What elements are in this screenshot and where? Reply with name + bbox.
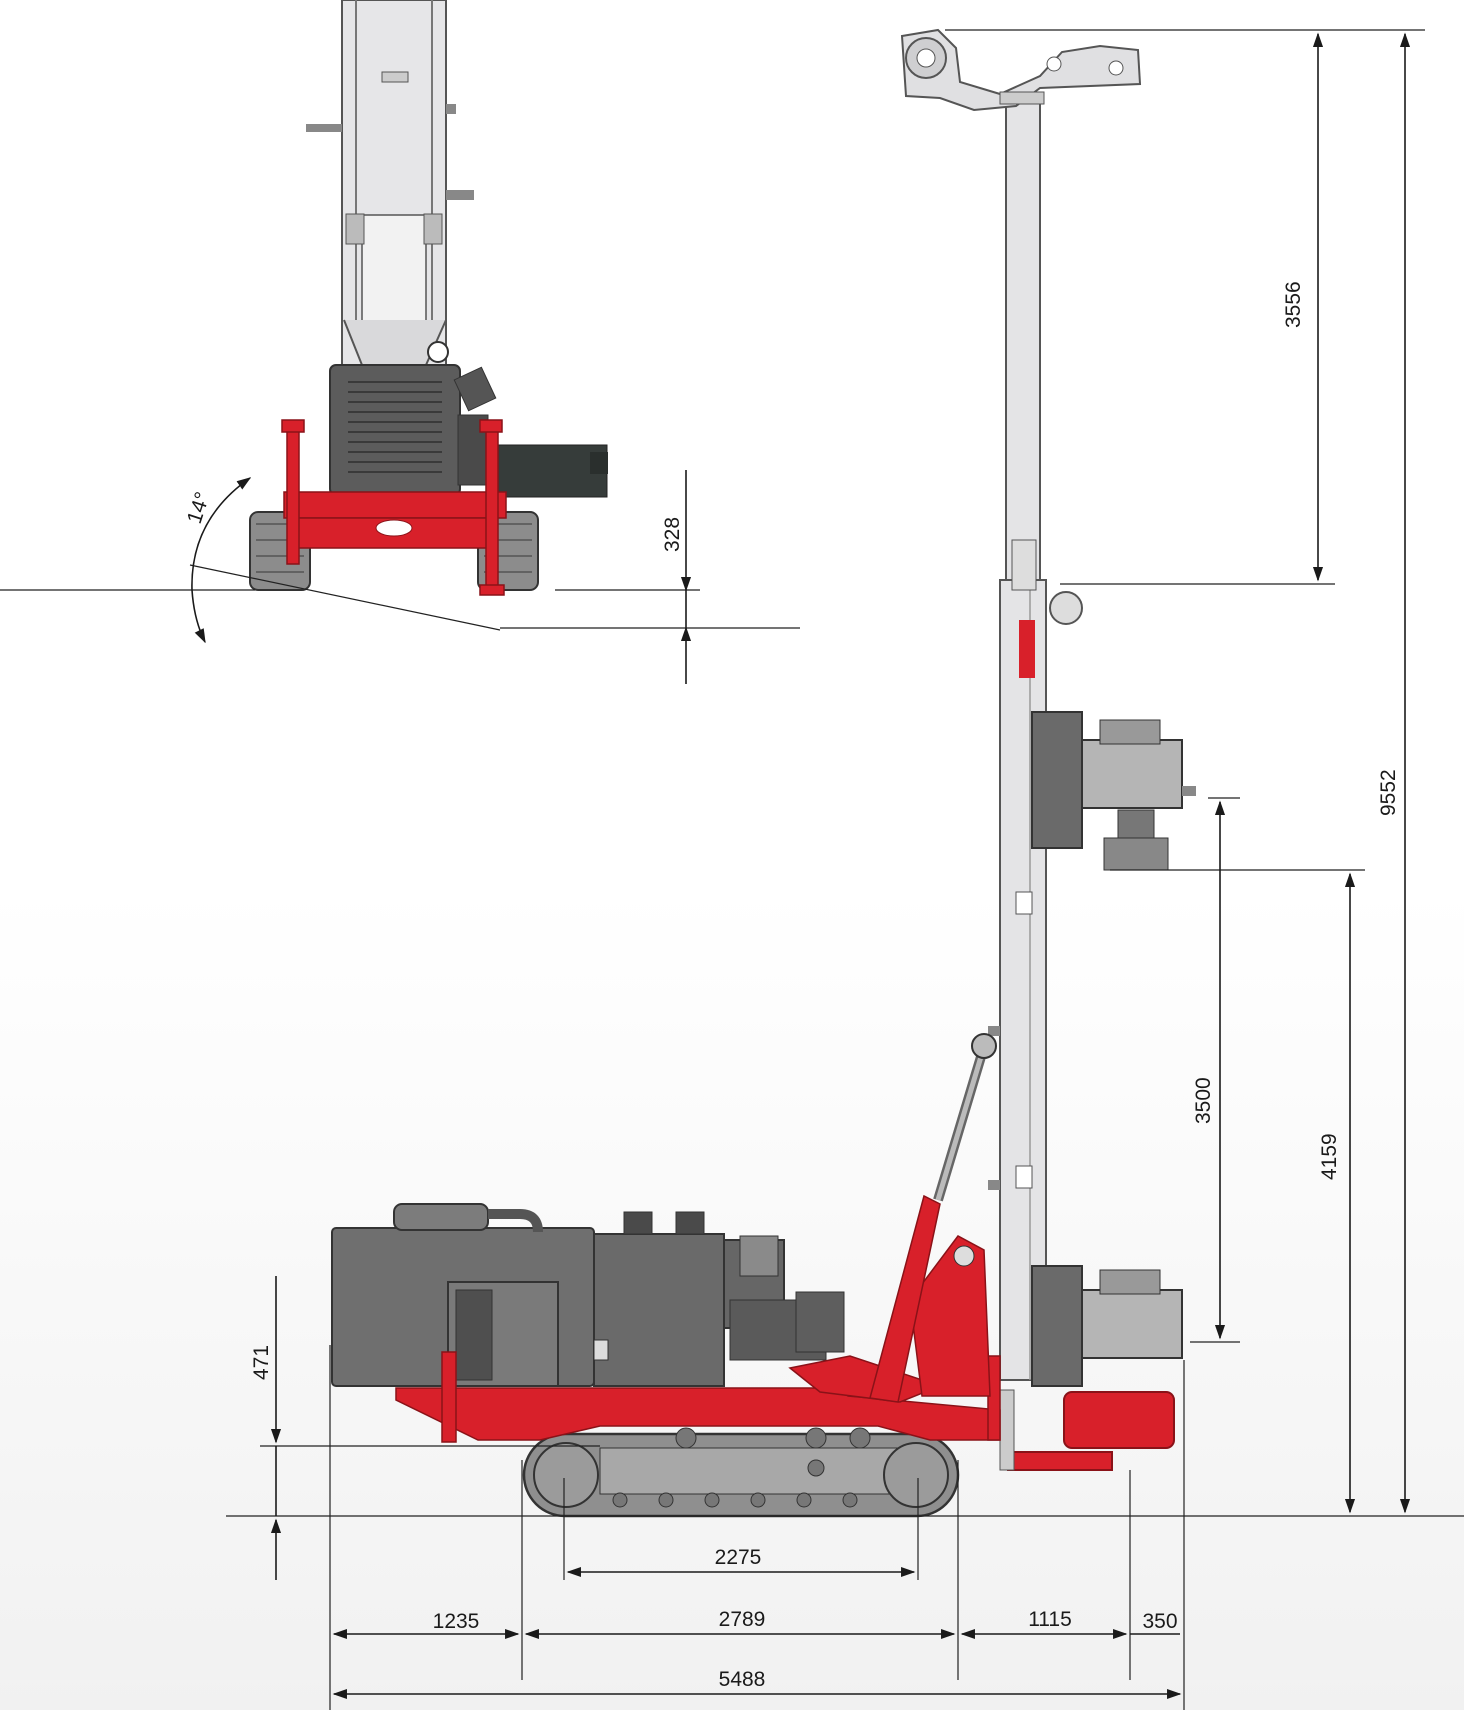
- side-dimensions: 3556 9552 3500 4159 471 2275 1235 2789 1…: [250, 29, 1425, 1710]
- mast-cylinder: [933, 1033, 997, 1267]
- crawler-track: [522, 1427, 960, 1518]
- rotary-head-lower: [999, 1265, 1183, 1471]
- outrigger-height-dimension: 328: [661, 470, 692, 684]
- dim-track-length: 2789: [719, 1608, 766, 1631]
- dim-front-overhang: 1115: [1028, 1608, 1072, 1631]
- dim-top-mast: 3556: [1282, 281, 1305, 328]
- tilt-angle-label: 14°: [183, 489, 215, 526]
- dim-head-offset: 350: [1142, 1610, 1177, 1633]
- dim-rear-overhang: 1235: [433, 1610, 480, 1633]
- dim-rear-height: 471: [250, 1345, 273, 1380]
- front-mast: [306, 0, 474, 366]
- dim-overall-length: 5488: [719, 1668, 766, 1691]
- red-chassis: [395, 1194, 1001, 1443]
- outrigger-height-label: 328: [661, 517, 684, 552]
- rotary-head-upper: [1031, 711, 1196, 871]
- mast-crown: [900, 28, 1142, 112]
- front-view: 14° 328: [0, 0, 800, 684]
- dim-stroke: 3500: [1192, 1077, 1215, 1124]
- front-engine: [329, 364, 608, 498]
- machine-body: [331, 1203, 845, 1387]
- side-view: [226, 28, 1464, 1518]
- dim-head-height: 4159: [1318, 1133, 1341, 1180]
- dim-total-height: 9552: [1377, 769, 1400, 816]
- dim-track-centers: 2275: [715, 1546, 762, 1569]
